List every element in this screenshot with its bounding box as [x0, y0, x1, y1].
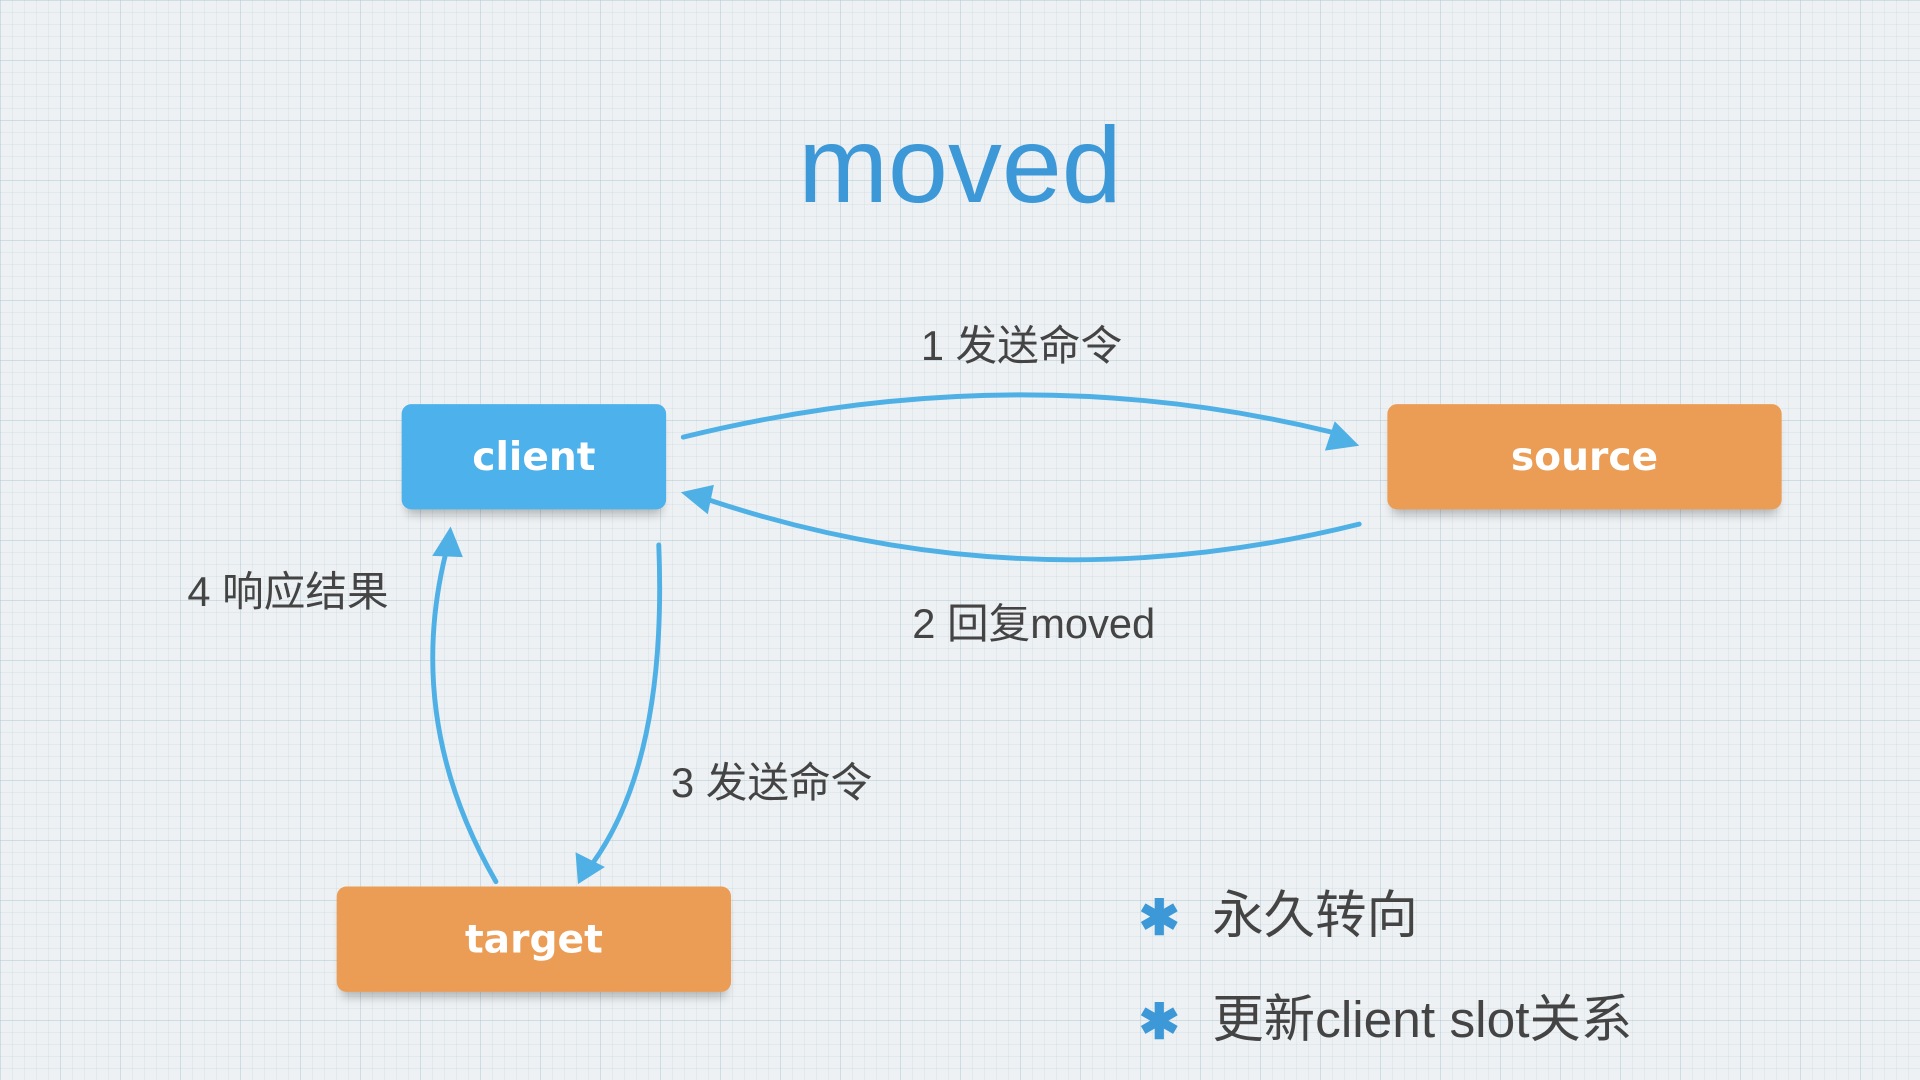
edge-label-4: 4 响应结果: [187, 569, 389, 616]
arrow-1-line: [680, 392, 1335, 440]
bullet-2: 更新client slot关系: [1212, 990, 1633, 1049]
edge-label-1: 1 发送命令: [920, 323, 1123, 370]
arrow-2-head: [680, 484, 714, 515]
arrow-4-line: [430, 551, 499, 885]
arrow-4-head: [432, 526, 463, 558]
asterisk-icon: ✱: [1138, 891, 1180, 946]
target-node: target: [336, 886, 732, 992]
arrow-3-head: [575, 852, 605, 885]
edge-label-3: 3 发送命令: [671, 760, 873, 807]
slide-title: moved: [798, 104, 1122, 226]
arrow-3-line: [590, 542, 663, 866]
client-node: client: [401, 404, 667, 510]
source-label: source: [1510, 433, 1659, 481]
asterisk-icon: ✱: [1138, 995, 1180, 1050]
client-label: client: [472, 433, 596, 481]
source-node: source: [1387, 404, 1782, 510]
target-label: target: [464, 915, 603, 963]
edge-label-2: 2 回复moved: [912, 601, 1156, 648]
bullet-1: 永久转向: [1212, 886, 1418, 945]
arrow-2-line: [705, 497, 1362, 563]
arrow-1-head: [1324, 421, 1360, 451]
